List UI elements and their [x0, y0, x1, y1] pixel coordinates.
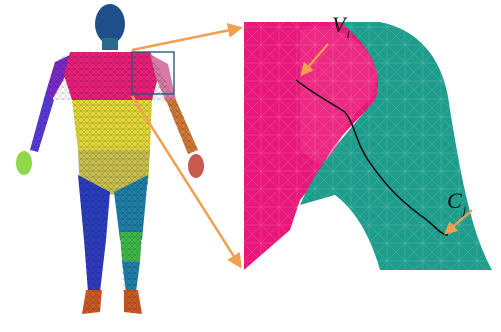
zoomed-shoulder-view — [244, 22, 492, 270]
curve-label: Cj — [447, 190, 465, 212]
right-hand-segment — [188, 154, 204, 178]
vertex-label-main: V — [332, 12, 345, 37]
vertex-label: Vi — [332, 14, 349, 36]
zoom-arrow-top — [132, 28, 240, 50]
neck-segment — [102, 38, 118, 50]
human-mesh-icon — [16, 4, 204, 314]
curve-label-sub: j — [463, 203, 466, 217]
curve-label-main: C — [447, 188, 462, 213]
left-hand-segment — [16, 151, 32, 175]
vertex-label-sub: i — [346, 27, 349, 41]
zoom-mesh-overlay — [244, 22, 492, 270]
